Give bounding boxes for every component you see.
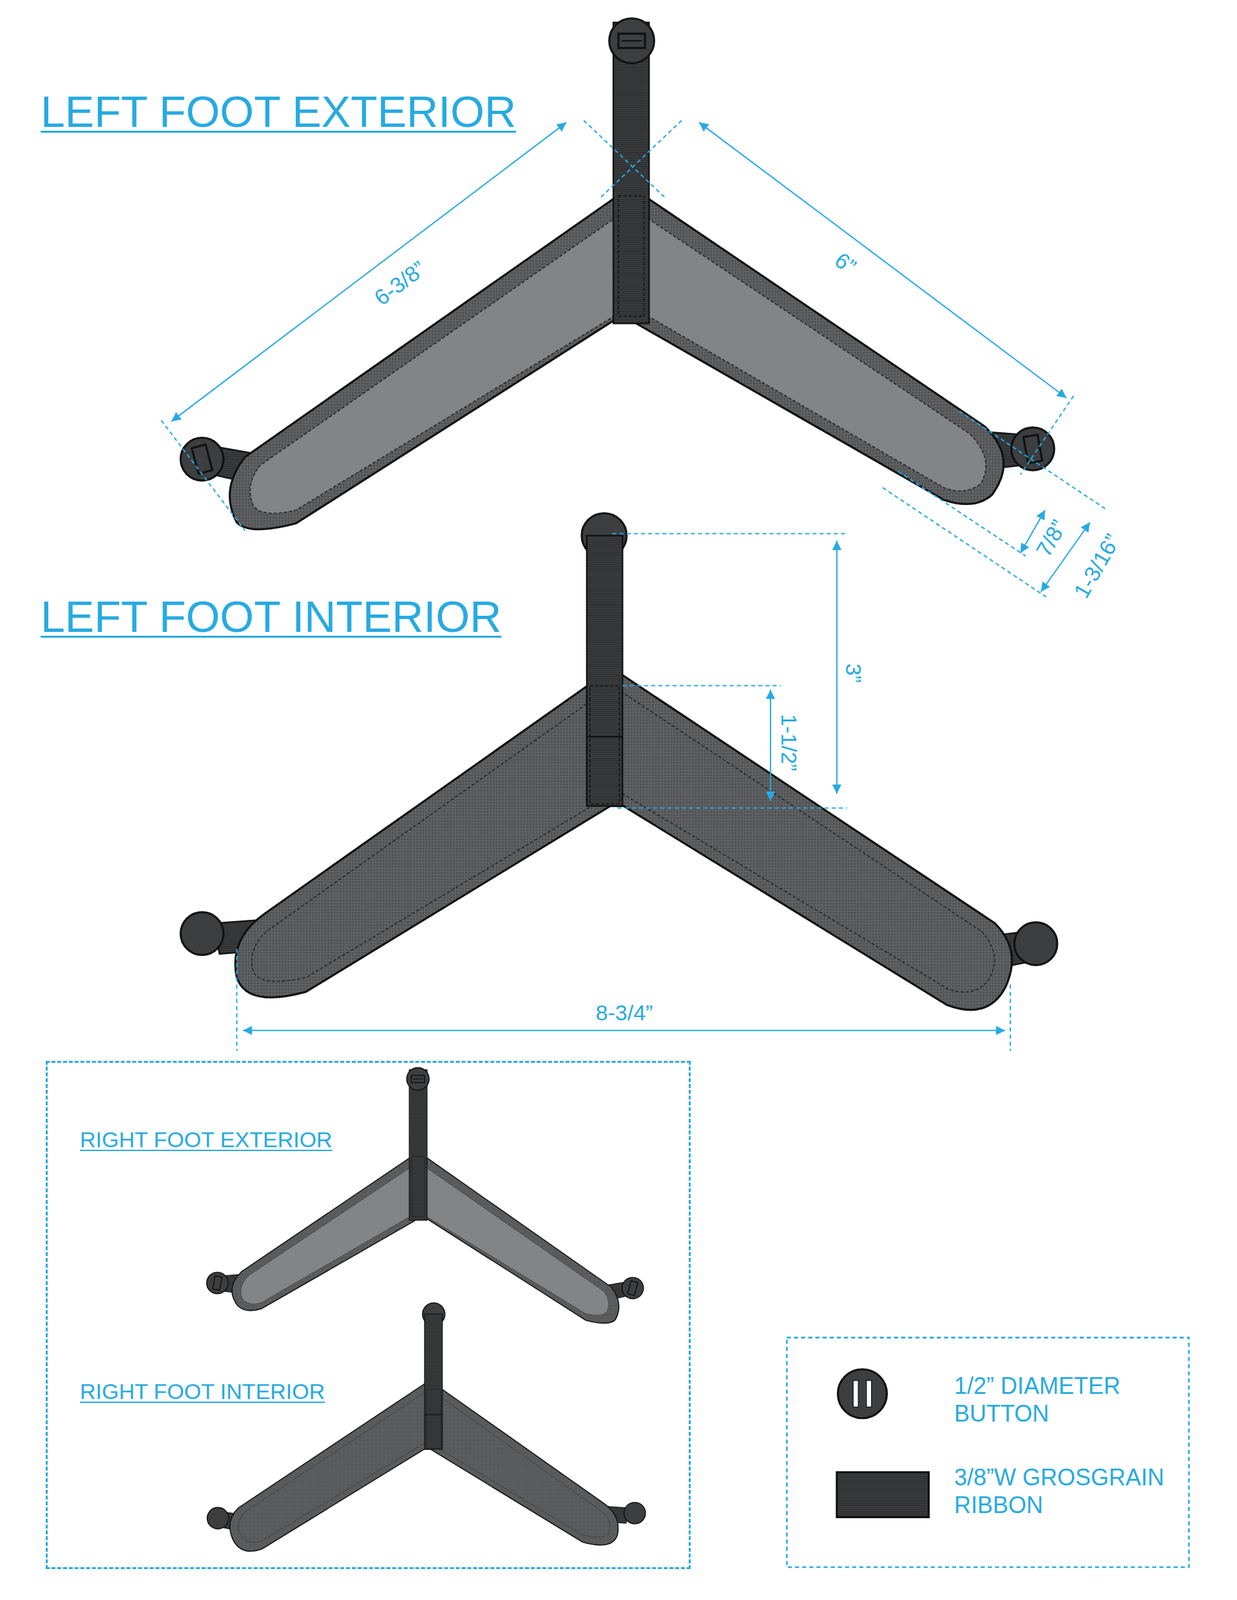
dashed-panel: RIGHT FOOT EXTERIOR RIGHT FOOT INTERIOR [45,1061,691,1570]
exterior-strap-part [618,33,645,48]
button-symbol [837,1369,887,1419]
dimension-lines-part [898,471,1026,557]
button-symbol-part [837,1369,887,1419]
interior-strap-part [235,668,1012,1011]
section-heading: LEFT FOOT INTERIOR [40,592,502,642]
dimension-lines-part [617,807,847,809]
dimension-label: 6-3/8” [368,255,432,312]
legend-text: 3/8”W GROSGRAIN RIBBON [954,1463,1174,1520]
interior-strap-part [586,735,623,738]
right-exterior-strap [206,1068,644,1324]
exterior-strap-part [191,444,213,475]
exterior-strap-part [618,195,645,317]
dimension-lines [161,120,1107,1052]
exterior-strap-part [1023,434,1043,464]
interior-strap [180,513,1058,1011]
dimension-lines-part [699,122,1067,399]
exterior-strap-part [609,18,655,64]
dimension-label: 1-1/2” [776,712,801,774]
section-heading: LEFT FOOT EXTERIOR [40,87,517,136]
interior-strap-part [586,536,623,807]
dimension-lines-part [622,684,781,687]
button-symbol-part [853,1380,859,1408]
dimension-lines-part [161,420,245,531]
dimension-label: 8-3/4” [594,1001,656,1026]
exterior-strap-part [621,39,643,42]
dimension-lines-part [612,532,847,535]
legend-box [786,1338,1189,1568]
ribbon-symbol [836,1472,930,1518]
dimension-lines-part [882,487,1046,597]
button-symbol-part [866,1380,872,1408]
interior-strap-part [590,685,620,805]
dimension-lines-part [1009,985,1011,1052]
dimension-label: 6” [828,246,862,281]
legend-text: 1/2” DIAMETER BUTTON [954,1372,1174,1428]
dimension-lines-part [242,1030,1006,1032]
panel-heading: RIGHT FOOT EXTERIOR [79,1128,333,1152]
drawing [161,18,1189,1569]
dimension-lines-part [583,120,666,198]
dimension-label: 3” [840,661,865,685]
right-interior-strap [207,1303,646,1553]
dimension-lines-part [959,411,1108,511]
dimension-lines-part [235,949,238,1051]
dimension-lines-part [171,122,567,422]
dimension-lines-part [1020,396,1074,475]
dimension-lines-part [599,120,682,198]
interior-strap-part [180,912,224,956]
dimension-lines-part [769,690,772,802]
exterior-strap-part [613,22,649,324]
dimension-lines-part [836,541,838,795]
panel-heading: RIGHT FOOT INTERIOR [79,1380,325,1404]
interior-strap-part [1014,922,1058,966]
